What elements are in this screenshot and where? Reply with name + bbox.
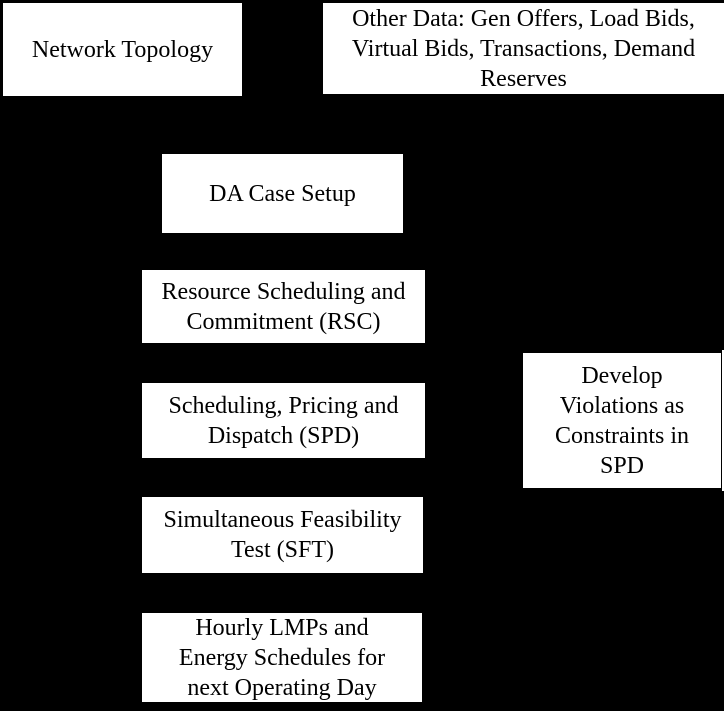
node-label: DA Case Setup [209,180,356,207]
node-network-topology: Network Topology [0,0,245,99]
node-label: Other Data: Gen Offers, Load Bids, Virtu… [351,5,696,92]
node-label: Simultaneous Feasibility Test (SFT) [163,507,402,563]
node-label: Resource Scheduling and Commitment (RSC) [161,278,406,335]
node-scheduling-pricing-dispatch: Scheduling, Pricing and Dispatch (SPD) [139,380,428,461]
node-develop-violations-constraints: Develop Violations as Constraints in SPD [520,350,724,491]
node-resource-scheduling-commitment: Resource Scheduling and Commitment (RSC) [139,267,428,346]
cropped-edge-artifact [722,350,724,491]
node-other-data: Other Data: Gen Offers, Load Bids, Virtu… [320,0,724,97]
node-label: Network Topology [31,36,214,63]
node-hourly-lmps-energy-schedules: Hourly LMPs and Energy Schedules for nex… [139,610,425,705]
node-da-case-setup: DA Case Setup [159,151,406,236]
node-label: Scheduling, Pricing and Dispatch (SPD) [168,392,399,449]
node-label: Develop Violations as Constraints in SPD [554,362,689,479]
node-simultaneous-feasibility-test: Simultaneous Feasibility Test (SFT) [139,494,426,576]
node-label: Hourly LMPs and Energy Schedules for nex… [178,614,386,701]
